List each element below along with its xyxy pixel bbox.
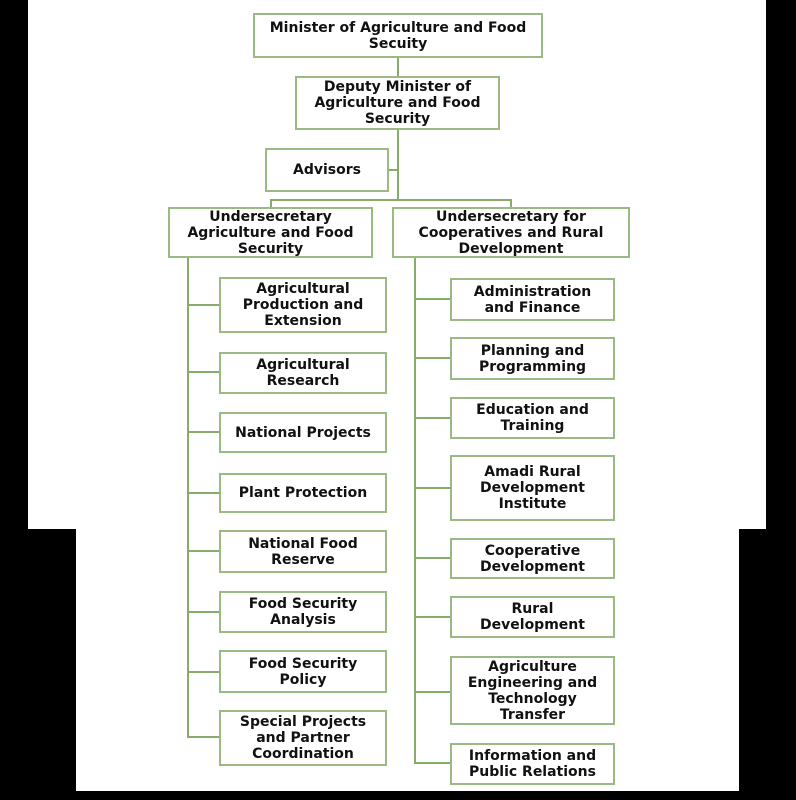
connector-line xyxy=(414,616,450,618)
connector-line xyxy=(270,199,272,208)
connector-line xyxy=(187,304,219,306)
org-node-information-public-relations: Information and Public Relations xyxy=(450,743,615,785)
connector-line xyxy=(414,557,450,559)
frame-bar-right-top xyxy=(766,0,796,529)
frame-bar-left-top xyxy=(0,0,28,529)
org-node-minister: Minister of Agriculture and Food Secuity xyxy=(253,13,543,58)
connector-line xyxy=(414,762,450,764)
connector-line xyxy=(187,258,189,738)
org-node-cooperative-development: Cooperative Development xyxy=(450,538,615,579)
connector-line xyxy=(187,550,219,552)
org-node-planning-programming: Planning and Programming xyxy=(450,337,615,380)
connector-line xyxy=(270,199,512,201)
org-node-agricultural-research: Agricultural Research xyxy=(219,352,387,394)
org-node-agricultural-production-extension: Agricultural Production and Extension xyxy=(219,277,387,333)
org-node-national-food-reserve: National Food Reserve xyxy=(219,530,387,573)
connector-line xyxy=(187,736,219,738)
org-node-undersecretary-agriculture: Undersecretary Agriculture and Food Secu… xyxy=(168,207,373,258)
org-node-advisors: Advisors xyxy=(265,148,389,192)
org-node-undersecretary-cooperatives: Undersecretary for Cooperatives and Rura… xyxy=(392,207,630,258)
connector-line xyxy=(510,199,512,208)
connector-line xyxy=(414,298,450,300)
connector-line xyxy=(414,691,450,693)
connector-line xyxy=(397,130,399,200)
connector-line xyxy=(187,431,219,433)
connector-line xyxy=(187,611,219,613)
org-node-deputy-minister: Deputy Minister of Agriculture and Food … xyxy=(295,76,500,130)
connector-line xyxy=(414,417,450,419)
connector-line xyxy=(397,58,399,76)
org-node-national-projects: National Projects xyxy=(219,412,387,453)
org-node-special-projects-partner-coordination: Special Projects and Partner Coordinatio… xyxy=(219,710,387,766)
org-node-food-security-policy: Food Security Policy xyxy=(219,650,387,693)
connector-line xyxy=(187,671,219,673)
frame-bar-left-bottom xyxy=(0,529,76,800)
org-node-agriculture-engineering-technology-transfer: Agriculture Engineering and Technology T… xyxy=(450,656,615,725)
org-node-rural-development: Rural Development xyxy=(450,596,615,638)
connector-line xyxy=(187,492,219,494)
frame-bar-right-bottom xyxy=(739,529,796,800)
org-node-amadi-rural-development-institute: Amadi Rural Development Institute xyxy=(450,455,615,521)
frame-bar-bottom xyxy=(0,791,796,800)
org-node-food-security-analysis: Food Security Analysis xyxy=(219,591,387,633)
org-node-administration-finance: Administration and Finance xyxy=(450,278,615,321)
connector-line xyxy=(389,169,399,171)
connector-line xyxy=(414,487,450,489)
connector-line xyxy=(414,258,416,764)
org-node-education-training: Education and Training xyxy=(450,397,615,439)
connector-line xyxy=(187,371,219,373)
org-node-plant-protection: Plant Protection xyxy=(219,473,387,513)
connector-line xyxy=(414,357,450,359)
